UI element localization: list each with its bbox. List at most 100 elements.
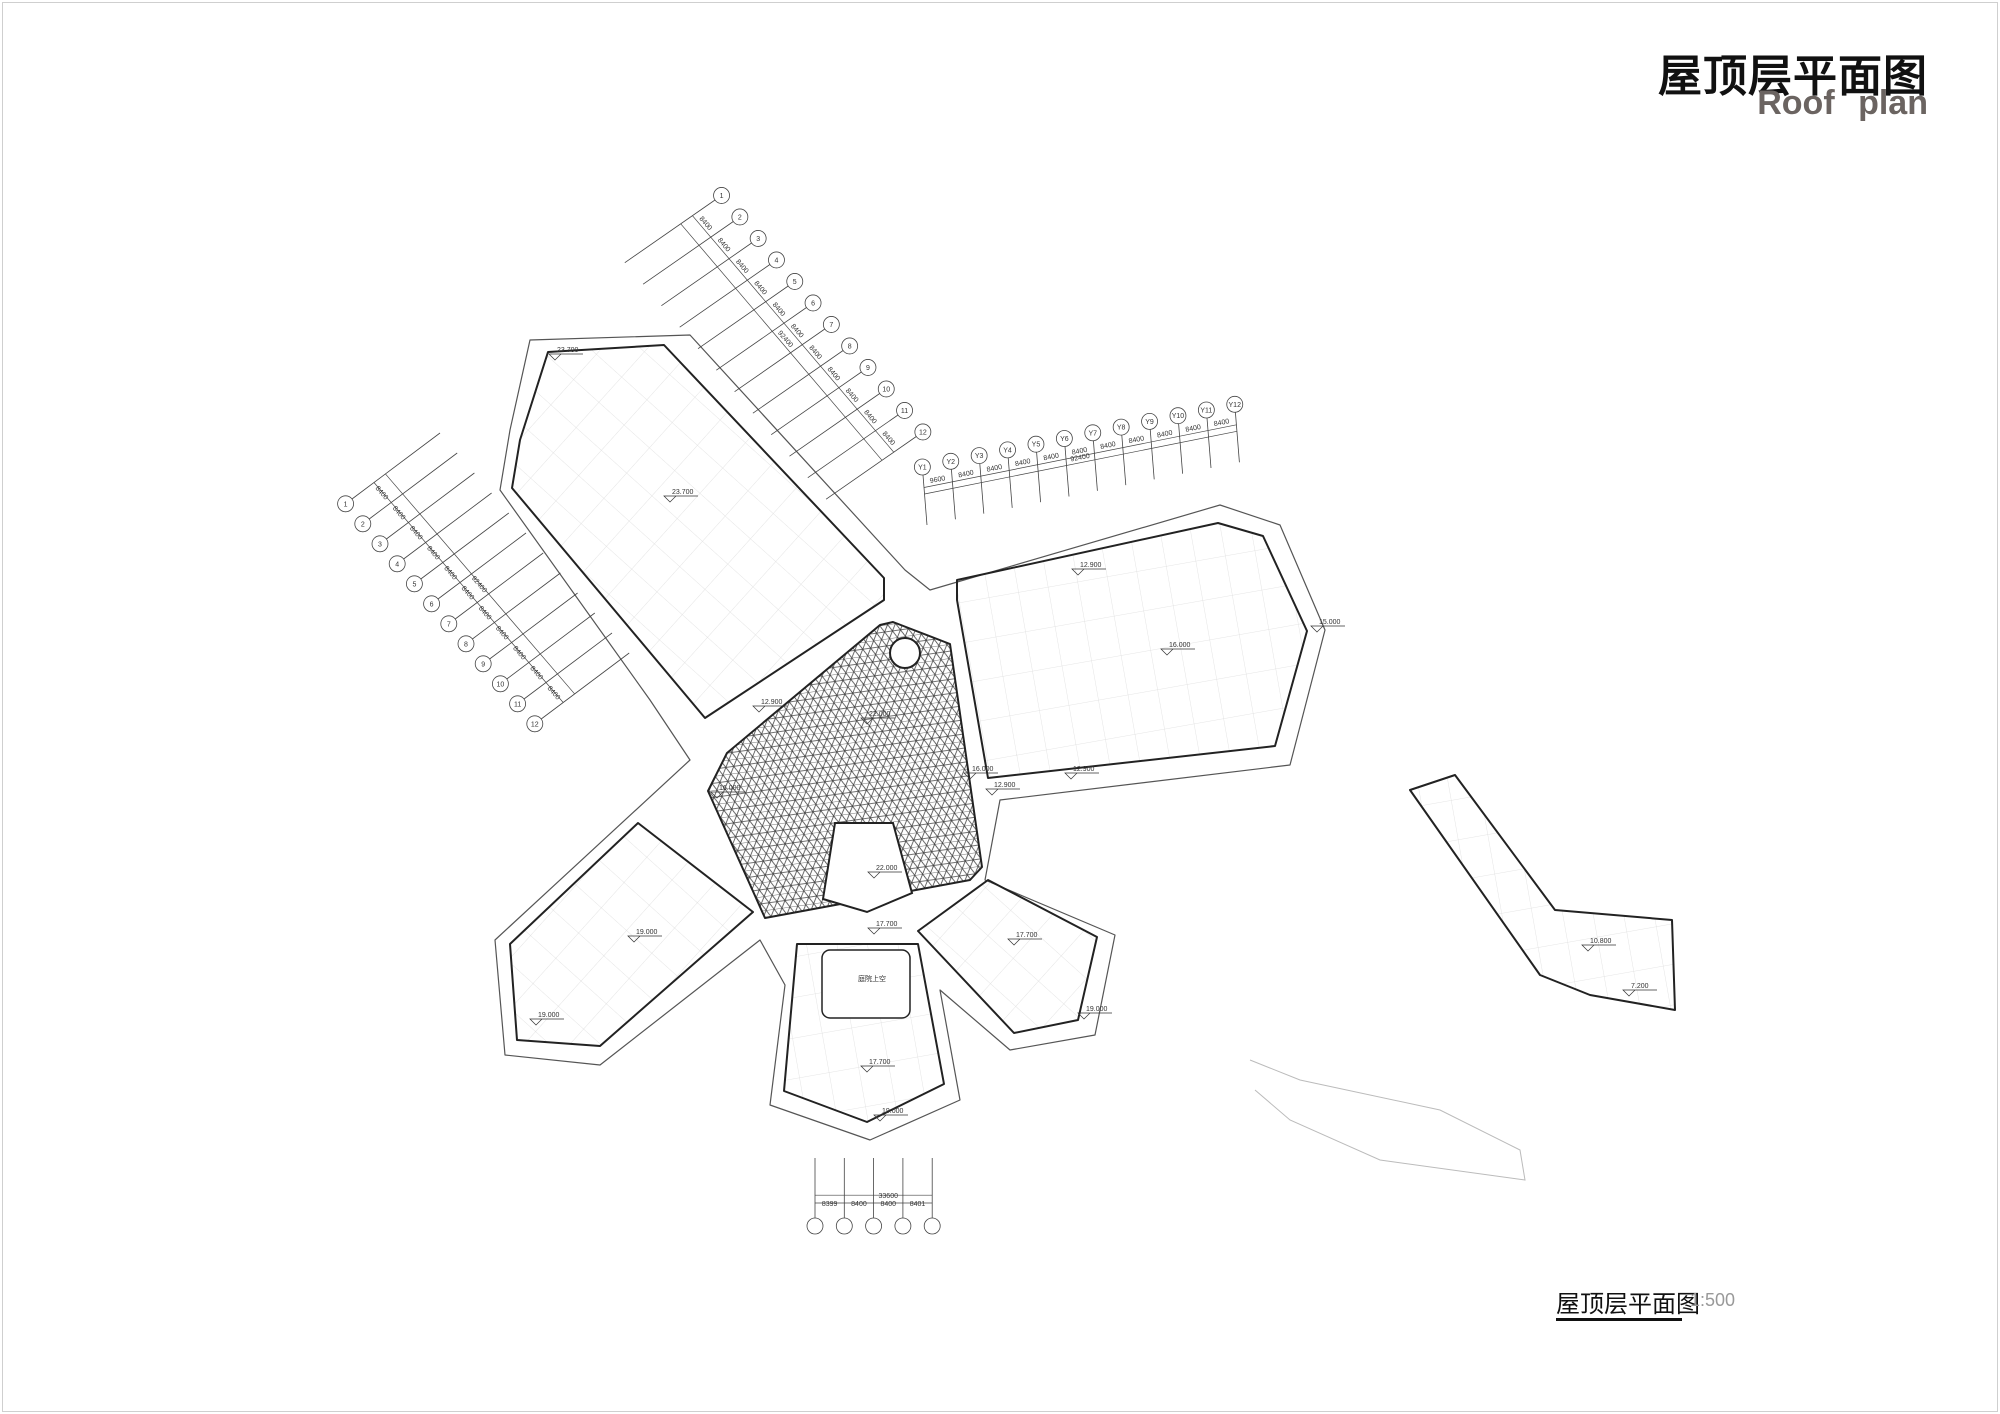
west-axes-axis-label: 1 [344, 501, 348, 508]
elevation-marker-icon [548, 353, 583, 361]
central-skylight-pentagon [821, 822, 914, 914]
west-axes-axis-bubble [491, 675, 509, 693]
y-axes-grid-line [1007, 457, 1013, 508]
y-axes-axis-label: Y11 [1200, 408, 1212, 415]
west-axes-axis-bubble [405, 575, 423, 593]
elevation-label: 10.800 [1590, 938, 1612, 945]
y-axes-grid-line [1235, 412, 1240, 463]
west-axes-axis-label: 12 [531, 721, 539, 728]
footer-underline [1556, 1318, 1682, 1321]
north-axes-axis-bubble [877, 380, 895, 398]
elevation-label: 19.000 [882, 1108, 904, 1115]
y-axes-grid-line [1064, 446, 1070, 497]
elevation-marker-icon [963, 772, 998, 780]
y-axes-dimension-text: 8400 [1071, 447, 1088, 457]
y-axes-axis-bubble [1169, 407, 1187, 425]
y-axes-grid-line [1206, 417, 1212, 469]
elevation-label: 23.700 [557, 347, 579, 354]
west-axes-dimension-text: 8400 [460, 585, 476, 601]
west-axes-dimension-text: 8400 [374, 485, 390, 501]
y-axes-grid-line [1093, 440, 1098, 491]
elevation-marker-icon [873, 1114, 908, 1122]
west-axes-grid-line [523, 632, 613, 700]
elevation-marker-icon [1310, 625, 1345, 633]
courtyard-label: 庭院上空 [858, 974, 886, 983]
elevation-label: 19.000 [636, 929, 658, 936]
elevation-label: 17.700 [869, 1059, 891, 1066]
south-axes-dimension-text: 8401 [910, 1201, 926, 1208]
north-axes-axis-bubble [914, 423, 932, 441]
north-axes-axis-bubble [731, 208, 749, 226]
y-axes-dimension-text: 8400 [1213, 418, 1230, 428]
west-axes-axis-label: 2 [361, 521, 365, 528]
elevation-marker-icon [1064, 772, 1099, 780]
north-axes-dimension-text: 8400 [807, 345, 822, 361]
y-axes-dimension-text: 8400 [1015, 458, 1032, 468]
elevation-marker-icon [867, 871, 902, 879]
elevation-marker-icon [860, 717, 895, 725]
elevation-label: 15.000 [1319, 619, 1341, 626]
drawing-scale: 1:500 [1690, 1290, 1736, 1310]
west-axes-axis-label: 8 [464, 641, 468, 648]
west-axes-dimension-line [373, 482, 564, 703]
north-axes-grid-line [734, 328, 826, 393]
elevation-label: 16.000 [972, 766, 994, 773]
north-axes-axis-bubble [822, 316, 840, 333]
courtyard-void [821, 949, 911, 1019]
north-axes-dimension-text: 8400 [752, 280, 767, 296]
north-axes-axis-label: 12 [919, 429, 927, 436]
y-axes-axis-label: Y3 [975, 453, 984, 460]
west-axes-dimension-text: 8400 [528, 665, 544, 681]
elevation-marker-icon [867, 927, 902, 935]
y-axes-total-dimension-line [924, 430, 1237, 495]
east-roof-block [956, 522, 1308, 779]
y-axes-dimension-text: 8400 [958, 469, 975, 479]
elevation-marker-icon [860, 1065, 895, 1073]
west-axes-axis-label: 9 [481, 661, 485, 668]
north-axes-dimension-text: 8400 [862, 409, 877, 425]
north-axes-axis-bubble [768, 251, 785, 269]
north-axes-axis-label: 11 [901, 408, 908, 415]
south-axes-axis-bubble [865, 1217, 882, 1235]
y-axes-axis-bubble [1141, 412, 1158, 430]
elevation-marker-icon [710, 791, 745, 799]
north-axes-grid-line [807, 414, 899, 479]
north-axes-axis-label: 9 [866, 365, 870, 372]
y-axes-grid-line [951, 469, 956, 520]
elevation-label: 16.000 [719, 785, 741, 792]
north-axes-axis-bubble [804, 294, 822, 312]
north-axes-grid-line [679, 264, 771, 328]
y-axes-dimension-text: 8400 [1157, 430, 1174, 440]
elevation-marker-icon [1077, 1012, 1112, 1020]
north-axes-axis-bubble [841, 337, 859, 355]
elevation-marker-icon [1581, 944, 1616, 952]
west-axes-total-dimension-line [385, 473, 575, 695]
y-axes-axis-label: Y9 [1145, 419, 1154, 426]
y-axes-dimension-text: 8400 [1043, 452, 1060, 462]
y-axes-dimension-text: 8400 [1185, 424, 1202, 434]
y-axes-axis-label: Y6 [1060, 436, 1069, 443]
y-axes-dimension-text: 8400 [1128, 435, 1145, 445]
north-axes-axis-label: 5 [793, 279, 797, 286]
north-axes-total-dimension-line [680, 223, 883, 461]
title-chinese: 屋顶层平面图 [1658, 51, 1928, 102]
north-axes-grid-line [789, 393, 880, 457]
elevation-marker-icon [1007, 938, 1042, 946]
north-axes-grid-line [642, 221, 734, 285]
north-axes-axis-bubble [786, 273, 804, 290]
west-axes-axis-bubble [526, 715, 544, 733]
elevation-marker-icon [1071, 568, 1106, 576]
elevation-label: 22.000 [869, 711, 891, 718]
elevation-marker-icon [985, 788, 1020, 796]
north-axes-axis-bubble [749, 230, 767, 247]
elevation-label: 12.900 [1080, 562, 1102, 569]
elevation-label: 7.200 [1631, 983, 1649, 990]
elevation-label: 17.700 [1016, 932, 1038, 939]
north-axes-dimension-text: 8400 [844, 388, 859, 404]
west-axes-grid-line [420, 512, 510, 580]
west-axes-axis-bubble [440, 615, 458, 633]
west-axes-axis-label: 10 [497, 681, 505, 688]
northwest-roof-block [511, 344, 885, 719]
y-axes-axis-label: Y4 [1003, 447, 1012, 454]
